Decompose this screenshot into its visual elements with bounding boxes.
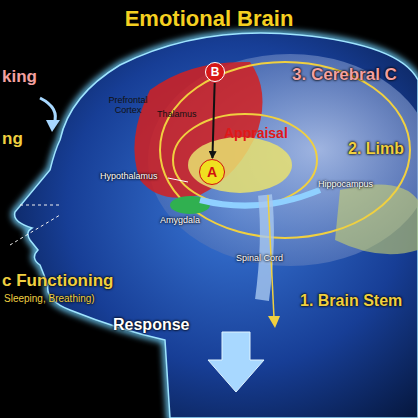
part-label: ng	[2, 130, 23, 149]
part-label: Appraisal	[224, 126, 288, 141]
marker-letter: B	[211, 66, 220, 78]
part-label: 2. Limb	[348, 140, 404, 158]
part-label: Thalamus	[157, 110, 197, 120]
part-label: Spinal Cord	[236, 254, 283, 264]
region-marker: A	[199, 159, 225, 185]
part-label: 1. Brain Stem	[300, 292, 402, 310]
part-label: Amygdala	[160, 216, 200, 226]
brain-stem-arrowhead	[268, 316, 280, 328]
region-marker: B	[205, 62, 225, 82]
diagram-title: Emotional Brain	[0, 7, 418, 31]
part-label: Prefrontal Cortex	[100, 96, 156, 116]
dashed-leader	[10, 205, 60, 245]
part-label: king	[2, 68, 37, 87]
brain-stem	[262, 195, 267, 300]
thinking-arrowhead	[46, 120, 60, 132]
limbic-core	[188, 137, 292, 193]
part-label: Hypothalamus	[100, 172, 158, 182]
part-label: c Functioning	[2, 272, 113, 291]
part-label: Hippocampus	[318, 180, 373, 190]
limbic-ring	[173, 114, 317, 206]
marker-letter: A	[207, 165, 217, 179]
cerebral-ring	[160, 62, 410, 238]
part-label: Sleeping, Breathing)	[4, 293, 95, 304]
hypothalamus-leader	[168, 178, 188, 182]
part-label: Response	[113, 316, 189, 334]
response-arrow	[208, 332, 264, 392]
appraisal-arrow	[212, 83, 214, 158]
cerebellum	[335, 184, 418, 254]
part-label: 3. Cerebral C	[292, 66, 397, 85]
